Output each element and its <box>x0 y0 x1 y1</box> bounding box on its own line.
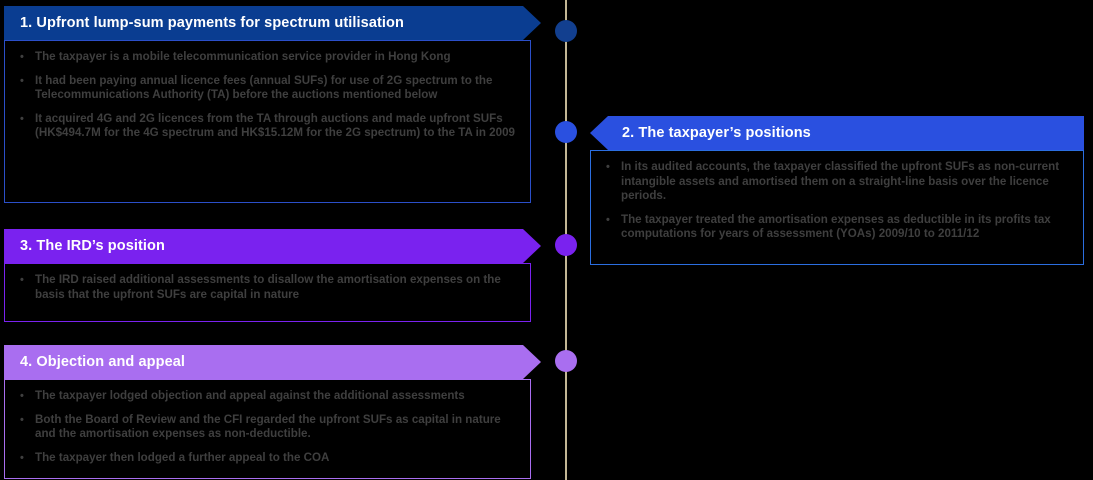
timeline-step-3[interactable]: 3. The IRD’s position • The IRD raised ad… <box>4 229 531 322</box>
bullet-text: The IRD raised additional assessments to… <box>35 273 501 301</box>
bullet-icon: • <box>20 274 24 286</box>
bullet-text: It acquired 4G and 2G licences from the … <box>35 111 515 140</box>
bullet-icon: • <box>606 161 610 173</box>
list-item: • The taxpayer is a mobile telecommunicat… <box>13 50 520 65</box>
step-2-body: • In its audited accounts, the taxpayer c… <box>590 150 1084 265</box>
bullet-icon: • <box>20 74 24 87</box>
timeline-step-4[interactable]: 4. Objection and appeal • The taxpayer lo… <box>4 345 531 479</box>
step-1-body: • The taxpayer is a mobile telecommunicat… <box>4 40 531 203</box>
step-2-bullet-list: • In its audited accounts, the taxpayer c… <box>599 160 1073 242</box>
bullet-text: Both the Board of Review and the CFI reg… <box>35 412 501 441</box>
step-1-title: 1. Upfront lump-sum payments for spectru… <box>20 15 404 31</box>
bullet-text: The taxpayer then lodged a further appea… <box>35 450 330 464</box>
bullet-text: The taxpayer is a mobile telecommunicati… <box>35 50 451 63</box>
list-item: • Both the Board of Review and the CFI re… <box>13 413 520 442</box>
bullet-text: The taxpayer lodged objection and appeal… <box>35 389 465 402</box>
step-4-bullet-list: • The taxpayer lodged objection and appea… <box>13 389 520 465</box>
step-4-header-banner: 4. Objection and appeal <box>4 345 541 379</box>
list-item: • It had been paying annual licence fees … <box>13 74 520 103</box>
step-2-header-banner: 2. The taxpayer’s positions <box>590 116 1084 150</box>
timeline-dot-step-4 <box>555 350 577 372</box>
step-3-title: 3. The IRD’s position <box>20 238 165 254</box>
timeline-step-1[interactable]: 1. Upfront lump-sum payments for spectru… <box>4 6 531 203</box>
step-3-bullet-list: • The IRD raised additional assessments t… <box>13 273 520 302</box>
bullet-icon: • <box>20 51 24 63</box>
bullet-text: In its audited accounts, the taxpayer cl… <box>621 160 1060 203</box>
list-item: • The IRD raised additional assessments t… <box>13 273 520 302</box>
bullet-text: The taxpayer treated the amortisation ex… <box>621 212 1051 241</box>
timeline-dot-step-3 <box>555 234 577 256</box>
list-item: • The taxpayer treated the amortisation e… <box>599 213 1073 242</box>
step-4-title: 4. Objection and appeal <box>20 354 186 370</box>
bullet-icon: • <box>20 112 24 125</box>
step-2-title: 2. The taxpayer’s positions <box>622 125 811 141</box>
step-4-body: • The taxpayer lodged objection and appea… <box>4 379 531 479</box>
timeline-dot-step-1 <box>555 20 577 42</box>
timeline-dot-step-2 <box>555 121 577 143</box>
bullet-icon: • <box>20 413 24 426</box>
bullet-icon: • <box>606 213 610 226</box>
list-item: • The taxpayer then lodged a further appe… <box>13 451 520 466</box>
list-item: • The taxpayer lodged objection and appea… <box>13 389 520 404</box>
list-item: • It acquired 4G and 2G licences from the… <box>13 112 520 141</box>
step-3-body: • The IRD raised additional assessments t… <box>4 263 531 322</box>
bullet-text: It had been paying annual licence fees (… <box>35 73 493 102</box>
bullet-icon: • <box>20 451 24 464</box>
step-1-header-banner: 1. Upfront lump-sum payments for spectru… <box>4 6 541 40</box>
bullet-icon: • <box>20 390 24 402</box>
timeline-step-2[interactable]: 2. The taxpayer’s positions • In its audi… <box>590 116 1084 265</box>
step-1-bullet-list: • The taxpayer is a mobile telecommunicat… <box>13 50 520 141</box>
step-3-header-banner: 3. The IRD’s position <box>4 229 541 263</box>
list-item: • In its audited accounts, the taxpayer c… <box>599 160 1073 204</box>
